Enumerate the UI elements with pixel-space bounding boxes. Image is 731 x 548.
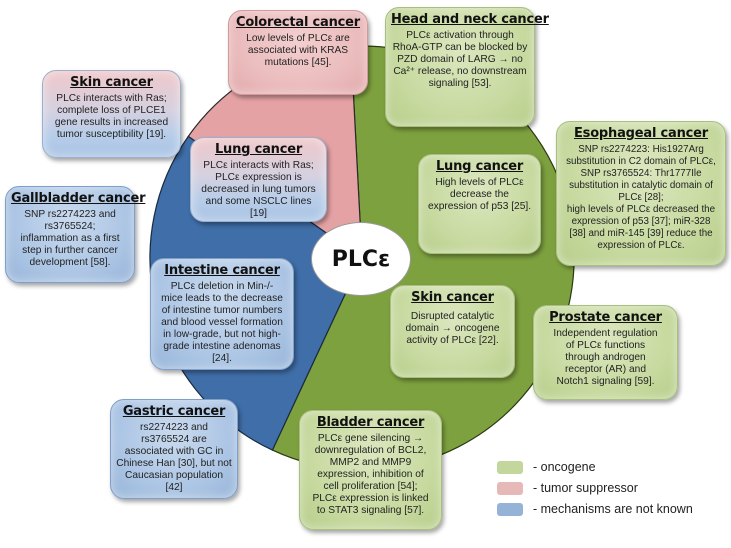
legend-item-oncogene: - oncogene <box>497 460 596 474</box>
box-body: SNP rs2274223 and rs3765524; inflammatio… <box>20 209 120 268</box>
box-title: Colorectal cancer <box>235 15 361 30</box>
box-title: Head and neck cancer <box>391 12 549 27</box>
legend-label: - oncogene <box>533 460 596 474</box>
legend-label: - tumor suppressor <box>533 481 638 495</box>
box-intestine-cancer: Intestine cancer PLCε deletion in Min-/-… <box>150 258 294 370</box>
box-skin-cancer-suppressor: Skin cancer PLCε interacts with Ras; com… <box>42 70 181 158</box>
box-body: PLCε deletion in Min-/- mice leads to th… <box>161 281 283 364</box>
box-title: Skin cancer <box>70 75 153 90</box>
legend-item-tumor-suppressor: - tumor suppressor <box>497 481 638 495</box>
box-body: Low levels of PLCε are associated with K… <box>246 33 350 68</box>
legend-item-unknown: - mechanisms are not known <box>497 502 693 516</box>
legend-swatch-pink <box>497 481 523 495</box>
box-esophageal-cancer: Esophageal cancer SNP rs2274223: His1927… <box>556 121 726 266</box>
box-skin-cancer-oncogene: Skin cancer Disrupted catalytic domain →… <box>390 285 515 378</box>
box-title: Prostate cancer <box>549 310 662 325</box>
box-body: rs2274223 and rs3765524 are associated w… <box>116 422 232 493</box>
box-colorectal-cancer: Colorectal cancer Low levels of PLCε are… <box>228 10 368 95</box>
box-body: PLCε interacts with Ras; PLCε expression… <box>201 160 316 219</box>
legend-label: - mechanisms are not known <box>533 502 693 516</box>
legend-swatch-blue <box>497 502 523 516</box>
box-title: Intestine cancer <box>164 263 280 278</box>
box-body: Disrupted catalytic domain → oncogene ac… <box>405 311 500 346</box>
box-bladder-cancer: Bladder cancer PLCε gene silencing → dow… <box>299 410 442 530</box>
box-title: Esophageal cancer <box>573 126 709 141</box>
box-body: High levels of PLCε decrease the express… <box>427 177 532 212</box>
box-title: Gastric cancer <box>122 404 226 419</box>
box-lung-cancer-oncogene: Lung cancer High levels of PLCε decrease… <box>418 154 541 254</box>
box-body: PLCε interacts with Ras; complete loss o… <box>54 93 169 140</box>
center-label-plce: PLCε <box>311 222 411 296</box>
box-gallbladder-cancer: Gallbladder cancer SNP rs2274223 and rs3… <box>5 186 146 283</box>
box-prostate-cancer: Prostate cancer Independent regulation o… <box>533 305 678 400</box>
box-lung-cancer-suppressor: Lung cancer PLCε interacts with Ras; PLC… <box>190 137 327 222</box>
box-title: Lung cancer <box>435 159 524 174</box>
box-body: Independent regulation of PLCε functions… <box>553 328 658 387</box>
legend-swatch-green <box>497 460 523 474</box>
box-title: Lung cancer <box>214 142 303 157</box>
box-title: Skin cancer <box>411 290 494 305</box>
box-body: PLCε activation through RhoA-GTP can be … <box>392 30 528 89</box>
box-head-neck-cancer: Head and neck cancer PLCε activation thr… <box>385 7 549 127</box>
box-body: PLCε gene silencing → downregulation of … <box>312 433 429 516</box>
box-title: Gallbladder cancer <box>11 191 146 206</box>
box-body: SNP rs2274223: His1927Arg substitution i… <box>566 144 716 251</box>
box-gastric-cancer: Gastric cancer rs2274223 and rs3765524 a… <box>110 399 238 499</box>
box-title: Bladder cancer <box>316 415 425 430</box>
